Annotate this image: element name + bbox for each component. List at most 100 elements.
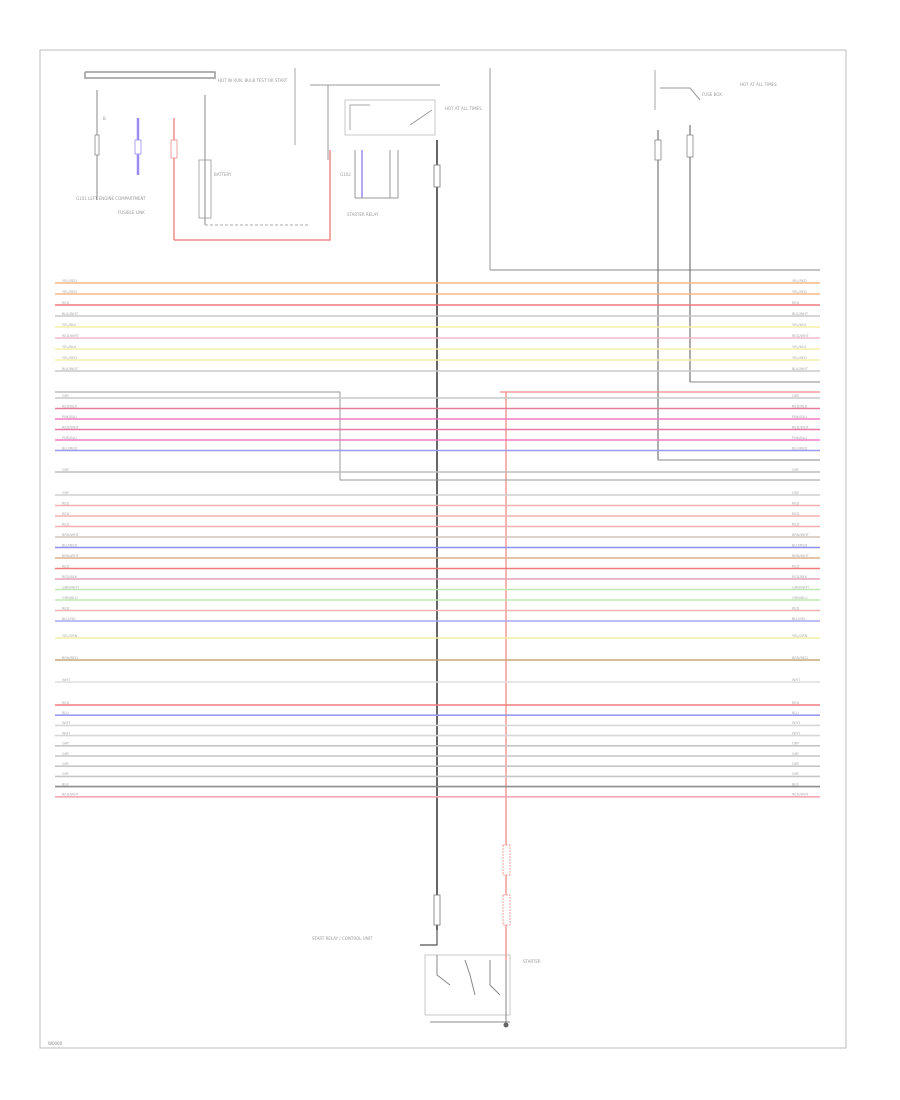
wire-label-right: RED/BLK [792,575,808,579]
battery-label: BATTERY [214,172,232,177]
wire-label-left: BLU/RED [62,446,78,450]
wire-label-right: BRN/WHT [792,554,810,558]
wire-label-left: BRN/WHT [62,533,80,537]
wire-label-left: BRN/WHT [62,554,80,558]
wire-label-right: RED [792,522,800,526]
wire-label-right: GRY [792,762,800,766]
wire-label-left: GRY [62,762,70,766]
wire-label-right: WHT [792,678,801,682]
wire-label-left: RED/BLK [62,404,78,408]
wire-label-left: RED/BLK [62,575,78,579]
wire-label-left: RED [62,301,70,305]
wire-label-left: YEL/RED [62,356,77,360]
wire-label-right: RED/WHT [792,425,810,429]
wire-label-left: RED/WHT [62,425,80,429]
wire-label-right: BLK/WHT [792,312,809,316]
wire-label-right: GRY [792,752,800,756]
wire-label-right: PNK/BLU [792,415,807,419]
wire-label-left: RED [62,701,70,705]
wire-label-right: YEL/RED [792,279,807,283]
wire-label-left: GRY [62,468,70,472]
wire-label-left: RED/WHT [62,793,80,797]
wire-label-right: RED/WHT [792,793,810,797]
wire-label-right: RED [792,301,800,305]
wire-label-right: GRY [792,468,800,472]
wire-label-left: BRN/RED [62,656,78,660]
wire-label-right: GRY [792,394,800,398]
fusible-link-label: FUSIBLE LINK [118,210,145,215]
wire-label-right: YEL/BLU [792,345,807,349]
wire-label-left: BLK/WHT [62,367,79,371]
wire-label-right: YEL/BLU [792,323,807,327]
wire-label-right: PNK/BLU [792,436,807,440]
starter-label: STARTER [523,959,541,964]
wire-label-right: RED/BLK [792,404,808,408]
fuse-box-label: FUSE BOX [702,92,722,97]
wire-label-right: YEL/RED [792,290,807,294]
wire-label-left: GRN/WHT [62,585,80,589]
wire-harness: YEL/RED YEL/RED YEL/RED YEL/RED RED RED BLK/WH… [55,279,820,798]
starter-section: STARTER START RELAY / CONTROL UNIT [312,844,541,1028]
top-middle-note: HOT AT ALL TIMES [445,106,482,111]
relay-box-label: STARTER RELAY [347,212,379,217]
wire-label-left: GRN/BLU [62,596,78,600]
wire-label-left: GRY [62,394,70,398]
wire-label-left: YEL/RED [62,279,77,283]
wire-label-left: WHT [62,731,71,735]
wire-label-right: GRY [792,742,800,746]
wire-label-left: BLK/WHT [62,312,79,316]
wire-label-left: BLU/RED [62,543,78,547]
wire-label-right: BLU/RED [792,543,808,547]
wire-label-right: GRN/BLU [792,596,808,600]
wire-label-right: BLU/YEL [792,617,806,621]
wire-label-right: BLU/RED [792,446,808,450]
wire-label-left: BLK [62,782,69,786]
wire-label-left: RED [62,501,70,505]
top-left-note: HOT IN RUN, BULB TEST OR START [218,78,288,83]
wire-label-left: BLU/YEL [62,617,76,621]
wire-label-left: RED [62,606,70,610]
wire-label-right: BLU [792,711,799,715]
wire-label-left: RED/WHT [62,334,80,338]
wire-label-right: RED [792,564,800,568]
wire-label-left: PNK/BLU [62,415,77,419]
wire-label-left: YEL/BLU [62,345,77,349]
footer-code: W0000 [48,1041,63,1046]
top-right-section: FUSE BOX HOT AT ALL TIMES [654,70,820,461]
wire-label-right: BLK/WHT [792,367,809,371]
top-left-section: B BATTERY HOT IN RUN, BULB TEST OR START… [76,71,331,241]
left-ground-label: G101 LEFT ENGINE COMPARTMENT [76,196,146,201]
wire-label-right: GRY [792,772,800,776]
wire-label-right: RED [792,501,800,505]
wire-label-left: GRY [62,742,70,746]
wire-label-left: YEL/BLU [62,323,77,327]
wire-label-left: PNK/BLU [62,436,77,440]
wire-id-left: B [103,116,106,121]
top-right-note: HOT AT ALL TIMES [740,82,777,87]
wire-label-right: GRY [792,491,800,495]
wire-label-right: RED/WHT [792,334,810,338]
wire-label-left: GRY [62,752,70,756]
wire-label-right: RED [792,512,800,516]
wire-label-left: YEL/GRN [62,634,78,638]
wire-label-left: WHT [62,721,71,725]
wire-label-right: RED [792,606,800,610]
ignition-relay-label: START RELAY / CONTROL UNIT [312,936,373,941]
wire-label-right: GRN/WHT [792,585,810,589]
diagram-frame [39,49,847,1049]
wire-label-right: YEL/RED [792,356,807,360]
top-middle-section: STARTER RELAY HOT AT ALL TIMES G102 [294,68,820,271]
wire-label-right: WHT [792,731,801,735]
wire-label-right: BRN/RED [792,656,808,660]
wire-label-left: RED [62,564,70,568]
wire-label-left: GRY [62,772,70,776]
wire-label-left: YEL/RED [62,290,77,294]
wire-label-left: RED [62,522,70,526]
wire-label-right: YEL/GRN [792,634,808,638]
wire-label-left: BLU [62,711,69,715]
wire-label-left: GRY [62,491,70,495]
middle-ground-label: G102 [340,172,351,177]
wire-label-right: BRN/WHT [792,533,810,537]
wire-label-left: WHT [62,678,71,682]
